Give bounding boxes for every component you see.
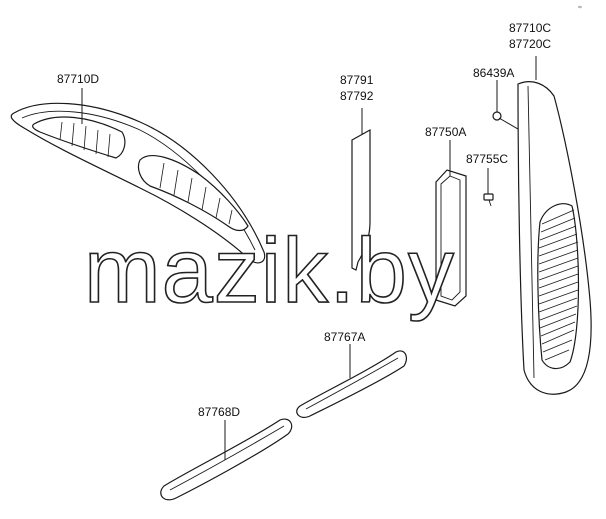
label-87710D: 87710D (57, 72, 99, 86)
label-87768D: 87768D (198, 405, 240, 419)
bracket-part (435, 140, 467, 307)
label-87792: 87792 (340, 89, 374, 103)
screw-part (483, 168, 494, 207)
moulding-part (351, 108, 371, 271)
label-87755C: 87755C (466, 152, 508, 166)
label-87791: 87791 (340, 73, 374, 87)
label-87767A: 87767A (324, 330, 365, 344)
corner-mark: ᵈᵖ (578, 5, 582, 11)
side-panel-part (517, 56, 592, 395)
left-vent-slats (59, 121, 111, 158)
side-panel-slats (538, 209, 579, 361)
label-87750A: 87750A (425, 125, 466, 139)
spoiler-rear-part (10, 88, 266, 264)
strip-lower-part (160, 418, 293, 501)
label-86439A: 86439A (473, 66, 514, 80)
right-vent-slats (159, 162, 233, 225)
label-87710C: 87710C (509, 21, 551, 35)
label-87720C: 87720C (509, 37, 551, 51)
watermark-text: mazik.by (84, 220, 455, 322)
strip-upper-part (296, 344, 408, 418)
